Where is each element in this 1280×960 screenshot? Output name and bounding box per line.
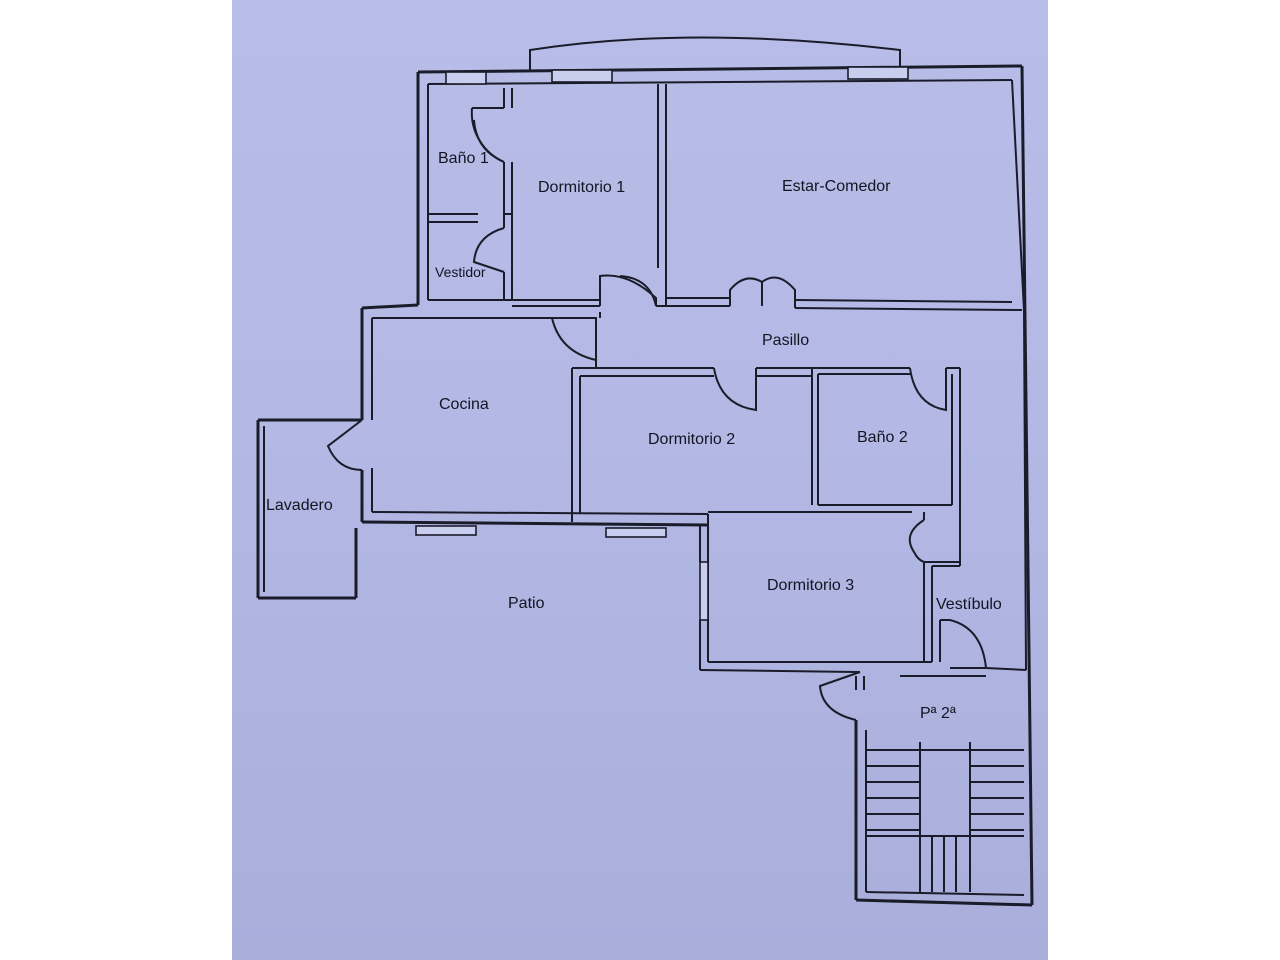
label-dormitorio-1: Dormitorio 1	[538, 179, 625, 196]
interior-walls	[372, 84, 1027, 690]
outer-walls	[360, 64, 1034, 907]
label-pasillo: Pasillo	[762, 332, 809, 349]
label-patio: Patio	[508, 595, 545, 612]
label-vestidor: Vestidor	[435, 264, 486, 280]
label-planta: Pª 2ª	[920, 705, 956, 722]
label-dormitorio-3: Dormitorio 3	[767, 577, 854, 594]
label-cocina: Cocina	[439, 396, 489, 413]
paper-background	[232, 0, 1048, 960]
staircase	[866, 742, 1024, 892]
label-estar-comedor: Estar-Comedor	[782, 178, 891, 195]
room-labels: Baño 1 Dormitorio 1 Estar-Comedor Vestid…	[266, 150, 1002, 722]
lavadero-walls	[256, 418, 362, 600]
label-lavadero: Lavadero	[266, 497, 333, 514]
balcony-arc	[529, 36, 901, 72]
label-vestibulo: Vestíbulo	[936, 596, 1002, 613]
label-bano-2: Baño 2	[857, 429, 908, 446]
label-dormitorio-2: Dormitorio 2	[648, 431, 735, 448]
windows	[415, 66, 909, 621]
label-bano-1: Baño 1	[438, 150, 489, 167]
doors	[326, 107, 988, 721]
